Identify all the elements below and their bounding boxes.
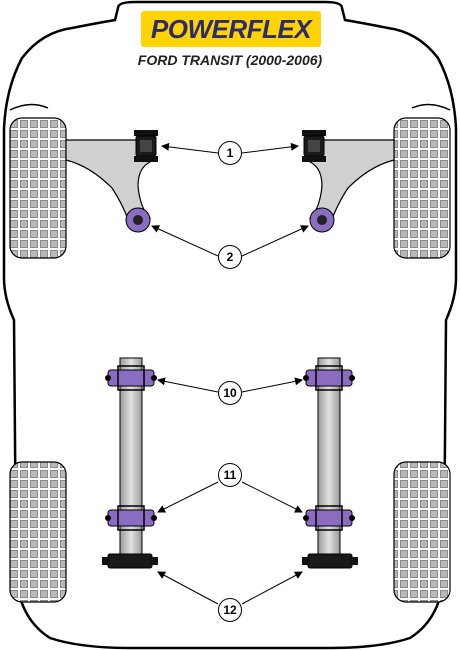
bush-12-left — [102, 553, 158, 569]
bush-10-left — [105, 365, 157, 391]
front-arch-right — [411, 103, 451, 111]
rear-arm-left — [119, 357, 143, 559]
rear-arm-right — [317, 357, 341, 559]
callout-1-label: 1 — [226, 146, 234, 160]
tyre-front-left — [9, 117, 67, 259]
bush-1-left — [134, 130, 158, 162]
brand-logo-text: POWERFLEX — [150, 13, 312, 44]
front-arch-left — [9, 103, 49, 111]
bush-2-left — [125, 207, 151, 233]
bush-2-right — [309, 207, 335, 233]
callout-11-label: 11 — [223, 468, 237, 482]
callout-2: 2 — [218, 245, 242, 269]
vehicle-title: FORD TRANSIT (2000-2006) — [137, 52, 323, 68]
tyre-front-right — [393, 117, 451, 259]
callout-11: 11 — [218, 463, 242, 487]
callout-1: 1 — [218, 141, 242, 165]
brand-logo: POWERFLEX — [141, 11, 321, 47]
callout-10-label: 10 — [223, 386, 237, 400]
tyre-rear-left — [9, 461, 67, 603]
callout-12-label: 12 — [223, 603, 237, 617]
leader-lines — [151, 142, 309, 605]
bush-12-right — [302, 553, 358, 569]
tyre-rear-right — [393, 461, 451, 603]
callout-10: 10 — [218, 381, 242, 405]
bush-11-right — [303, 505, 355, 531]
bush-1-right — [302, 130, 326, 162]
bush-11-left — [105, 505, 157, 531]
bush-10-right — [303, 365, 355, 391]
callout-2-label: 2 — [226, 250, 234, 264]
callout-12: 12 — [218, 598, 242, 622]
